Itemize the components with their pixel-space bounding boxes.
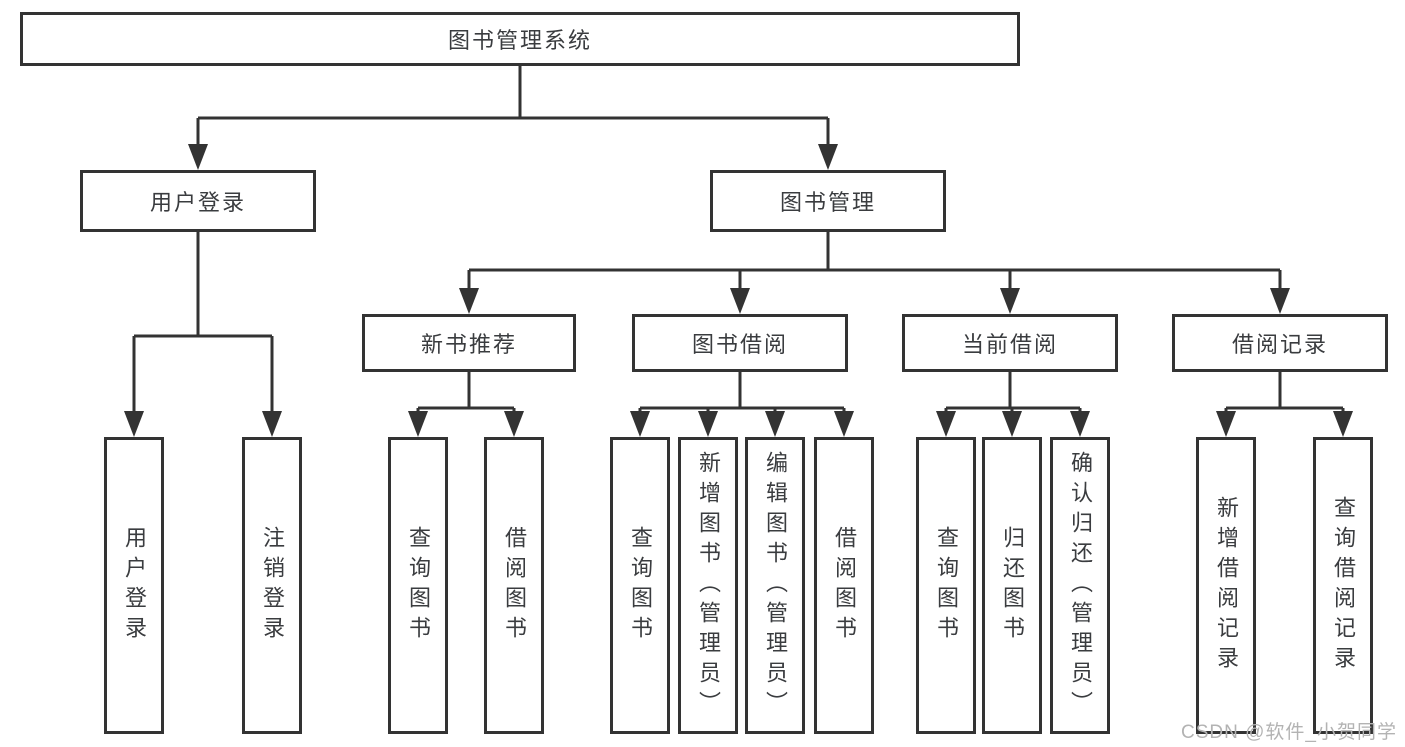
leaf-edit-book-admin: 编辑图书（管理员） bbox=[745, 437, 805, 734]
arrow-down-icon bbox=[1216, 411, 1236, 437]
node-label: 新增图书（管理员） bbox=[696, 450, 721, 721]
node-root-system: 图书管理系统 bbox=[20, 12, 1020, 66]
node-label: 借阅图书 bbox=[832, 525, 857, 646]
leaf-add-book-admin: 新增图书（管理员） bbox=[678, 437, 738, 734]
arrow-down-icon bbox=[730, 288, 750, 314]
arrow-down-icon bbox=[262, 411, 282, 437]
arrow-down-icon bbox=[459, 288, 479, 314]
node-label: 图书管理系统 bbox=[447, 28, 592, 53]
connector-new-book-rec-children bbox=[408, 372, 524, 437]
arrow-down-icon bbox=[1333, 411, 1353, 437]
node-label: 查询图书 bbox=[628, 525, 653, 646]
node-label: 图书管理 bbox=[779, 190, 876, 215]
leaf-query-book: 查询图书 bbox=[610, 437, 670, 734]
arrow-down-icon bbox=[765, 411, 785, 437]
arrow-down-icon bbox=[818, 144, 838, 170]
arrow-down-icon bbox=[936, 411, 956, 437]
watermark: CSDN @软件_小贺同学 bbox=[1181, 722, 1397, 743]
node-borrow-records: 借阅记录 bbox=[1172, 314, 1388, 372]
arrow-down-icon bbox=[630, 411, 650, 437]
node-label: 注销登录 bbox=[260, 525, 285, 646]
leaf-query-book: 查询图书 bbox=[916, 437, 976, 734]
node-label: 查询图书 bbox=[934, 525, 959, 646]
connector-current-borrow-children bbox=[936, 372, 1090, 437]
node-book-borrow: 图书借阅 bbox=[632, 314, 848, 372]
leaf-user-login: 用户登录 bbox=[104, 437, 164, 734]
arrow-down-icon bbox=[188, 144, 208, 170]
leaf-return-book: 归还图书 bbox=[982, 437, 1042, 734]
node-label: 当前借阅 bbox=[961, 332, 1058, 357]
leaf-borrow-book: 借阅图书 bbox=[484, 437, 544, 734]
node-label: 图书借阅 bbox=[691, 332, 788, 357]
node-label: 借阅图书 bbox=[502, 525, 527, 646]
node-current-borrow: 当前借阅 bbox=[902, 314, 1118, 372]
node-label: 编辑图书（管理员） bbox=[763, 450, 788, 721]
arrow-down-icon bbox=[124, 411, 144, 437]
node-label: 借阅记录 bbox=[1231, 332, 1328, 357]
node-label: 用户登录 bbox=[122, 525, 147, 646]
arrow-down-icon bbox=[1270, 288, 1290, 314]
arrow-down-icon bbox=[1000, 288, 1020, 314]
arrow-down-icon bbox=[504, 411, 524, 437]
arrow-down-icon bbox=[698, 411, 718, 437]
arrow-down-icon bbox=[834, 411, 854, 437]
arrow-down-icon bbox=[408, 411, 428, 437]
connector-book-mgmt-children bbox=[459, 232, 1290, 314]
leaf-confirm-return-admin: 确认归还（管理员） bbox=[1050, 437, 1110, 734]
node-label: 新书推荐 bbox=[420, 332, 517, 357]
connector-book-borrow-children bbox=[630, 372, 854, 437]
node-label: 确认归还（管理员） bbox=[1068, 450, 1093, 721]
connector-root-to-level2 bbox=[188, 66, 838, 170]
leaf-query-book: 查询图书 bbox=[388, 437, 448, 734]
node-label: 用户登录 bbox=[149, 190, 246, 215]
leaf-add-borrow-record: 新增借阅记录 bbox=[1196, 437, 1256, 734]
node-label: 查询图书 bbox=[406, 525, 431, 646]
node-book-management: 图书管理 bbox=[710, 170, 946, 232]
node-label: 查询借阅记录 bbox=[1331, 495, 1356, 676]
leaf-query-borrow-record: 查询借阅记录 bbox=[1313, 437, 1373, 734]
arrow-down-icon bbox=[1070, 411, 1090, 437]
node-user-login: 用户登录 bbox=[80, 170, 316, 232]
connector-borrow-records-children bbox=[1216, 372, 1353, 437]
node-label: 新增借阅记录 bbox=[1214, 495, 1239, 676]
leaf-logout: 注销登录 bbox=[242, 437, 302, 734]
leaf-borrow-book: 借阅图书 bbox=[814, 437, 874, 734]
node-label: 归还图书 bbox=[1000, 525, 1025, 646]
connector-user-login-children bbox=[124, 232, 282, 437]
arrow-down-icon bbox=[1002, 411, 1022, 437]
node-new-book-recommend: 新书推荐 bbox=[362, 314, 576, 372]
